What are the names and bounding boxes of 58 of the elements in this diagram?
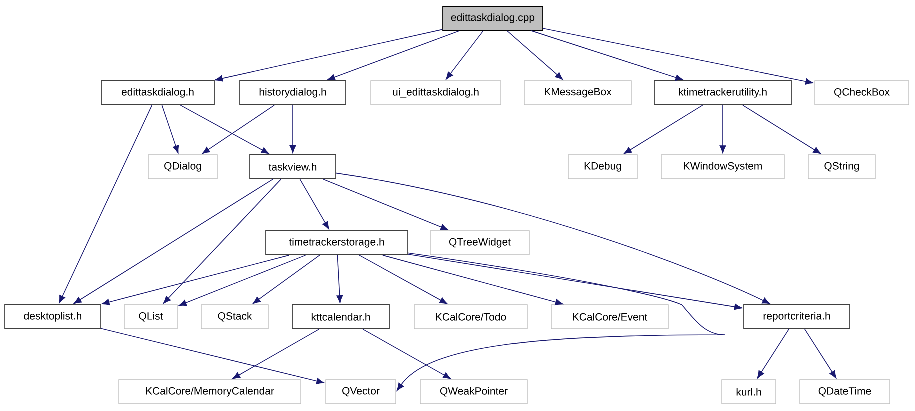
arrow [362, 329, 452, 380]
file-box: QList [124, 304, 178, 330]
file-box: taskview.h [250, 154, 336, 180]
arrow [446, 30, 484, 80]
arrow [163, 179, 282, 304]
arrow [506, 30, 564, 80]
arrow [396, 252, 726, 392]
arrow [102, 255, 290, 306]
file-box: kurl.h [722, 380, 776, 404]
arrow [74, 179, 274, 304]
file-box: ktimetrackerutility.h [654, 80, 792, 106]
arrow [101, 328, 324, 384]
file-box: kttcalendar.h [292, 304, 390, 330]
arrow [215, 29, 443, 82]
arrow [543, 28, 814, 85]
arrow [162, 105, 180, 154]
arrow [202, 105, 275, 154]
arrow [178, 255, 306, 306]
arrow [232, 329, 320, 380]
file-box: reportcriteria.h [744, 304, 850, 330]
file-box: QTreeWidget [430, 230, 530, 256]
file-box: QString [808, 154, 876, 180]
file-box: KWindowSystem [661, 154, 785, 180]
arrow [290, 105, 296, 154]
arrow [180, 105, 270, 154]
file-box: timetrackerstorage.h [266, 230, 408, 256]
arrow [804, 329, 837, 379]
file-box: KDebug [568, 154, 638, 180]
file-box: QCheckBox [814, 80, 910, 106]
arrow [624, 105, 704, 154]
file-box: edittaskdialog.cpp [442, 6, 544, 31]
arrow [531, 30, 684, 81]
arrow [323, 179, 449, 230]
file-box: edittaskdialog.h [101, 80, 215, 106]
arrow [720, 105, 726, 154]
file-box: QStack [201, 304, 269, 330]
file-box: historydialog.h [240, 80, 346, 106]
arrow [300, 179, 330, 230]
arrow [336, 255, 344, 304]
arrow [408, 254, 742, 310]
file-box: QDateTime [800, 380, 890, 404]
file-box: KCalCore/Todo [414, 304, 528, 330]
file-box: desktoplist.h [4, 304, 102, 330]
arrow [328, 30, 460, 81]
file-box: ui_edittaskdialog.h [370, 80, 502, 106]
arrow [252, 255, 320, 304]
arrow [757, 329, 790, 379]
file-box: KCalCore/Event [551, 304, 669, 330]
file-box: QDialog [148, 154, 218, 180]
file-box: QWeakPointer [420, 380, 528, 404]
arrow [59, 105, 153, 304]
file-box: QVector [326, 380, 396, 404]
file-box: KCalCore/MemoryCalendar [118, 380, 302, 404]
file-box: KMessageBox [524, 80, 632, 106]
arrow [336, 172, 770, 304]
arrow [382, 255, 564, 306]
arrow [359, 255, 448, 304]
arrow [742, 105, 822, 154]
